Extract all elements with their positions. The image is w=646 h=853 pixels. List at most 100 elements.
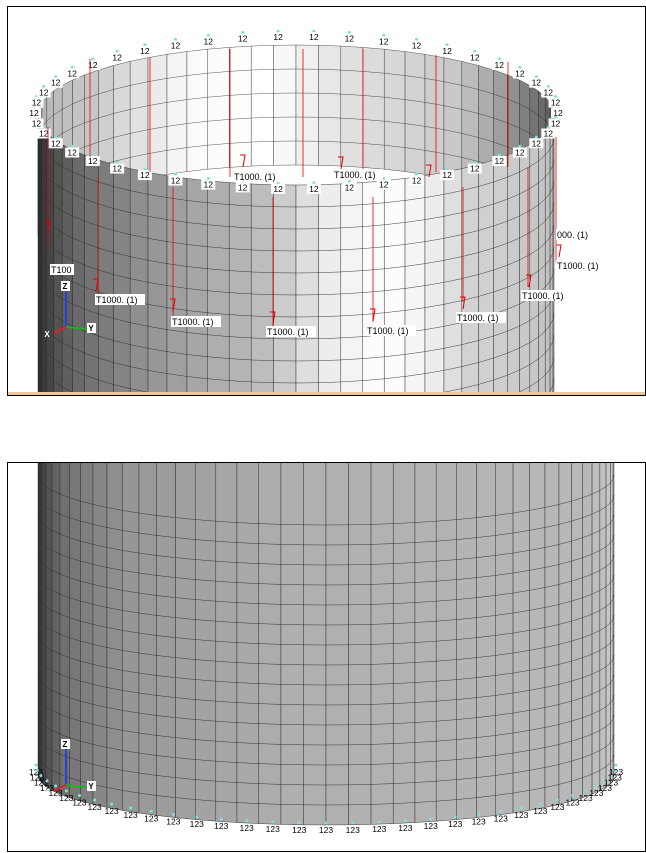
y-label-bg [87, 323, 96, 333]
constraint-label-bg [271, 32, 286, 43]
z-label: Z [63, 282, 68, 291]
node-marker [276, 181, 280, 185]
constraint-label: 12 [442, 170, 452, 180]
outer-mesh-line [37, 634, 615, 686]
constraint-label: 123 [598, 783, 612, 793]
constraint-label-bg [137, 45, 152, 56]
constraint-label: 12 [553, 108, 563, 118]
constraint-label-bg [548, 118, 563, 129]
outer-wall-band [529, 138, 539, 395]
constraint-label: 123 [604, 778, 618, 788]
node-marker [473, 160, 477, 165]
node-marker [54, 784, 58, 788]
constraint-label: 123 [550, 802, 564, 812]
inner-wall-band [273, 44, 297, 166]
constraint-label: 123 [398, 823, 412, 833]
constraint-label-bg [529, 138, 544, 149]
node-marker [584, 789, 588, 793]
x-label: X [44, 788, 50, 797]
load-label: T1000. (1) [96, 295, 138, 305]
inner-wall-band [424, 54, 445, 178]
outer-wall-band [138, 463, 157, 816]
constraint-label-bg [85, 60, 100, 71]
node-marker [571, 794, 575, 798]
load-arrow-hook [270, 311, 276, 325]
outer-wall-band [250, 183, 274, 395]
constraint-label: 12 [379, 180, 389, 190]
constraint-label-bg [36, 87, 51, 98]
outer-mesh-line [37, 714, 615, 766]
load-arrow-hook [526, 274, 532, 288]
z-label: Z [63, 740, 68, 749]
outer-wall-band [552, 114, 555, 395]
constraint-label-bg [110, 163, 125, 174]
load-arrow-hook [460, 296, 466, 310]
constraint-label: 12 [345, 182, 355, 192]
load-label: T1000. (1) [457, 313, 499, 323]
outer-wall-band [228, 182, 252, 395]
inner-wall-band [404, 51, 426, 175]
constraint-label: 12 [470, 52, 480, 62]
constraint-label: 123 [533, 806, 547, 816]
load-label-bg [521, 290, 571, 301]
inner-wall-band [250, 45, 274, 167]
outer-wall-band [195, 463, 217, 822]
node-marker [453, 815, 457, 819]
constraint-label: 12 [442, 46, 452, 56]
node-marker [377, 820, 381, 824]
node-marker [297, 821, 301, 825]
outer-mesh-line [37, 654, 615, 706]
constraint-label-bg [137, 170, 152, 181]
outer-wall-band [461, 164, 479, 395]
node-marker [143, 43, 147, 47]
node-marker [54, 75, 58, 79]
node-marker [70, 65, 74, 70]
load-arrow-hook [93, 278, 99, 292]
load-arrow-hook [370, 308, 376, 322]
outer-wall-band [435, 463, 457, 822]
constraint-label: 12 [495, 156, 505, 166]
constraint-label: 12 [140, 170, 150, 180]
outer-wall-band [303, 463, 327, 826]
constraint-label: 123 [565, 798, 579, 808]
constraint-label: 12 [551, 118, 561, 128]
constraint-label: 123 [240, 823, 254, 833]
load-arrow-hook [240, 154, 246, 168]
outer-wall-band [325, 463, 349, 826]
inner-wall-band [207, 47, 230, 170]
constraint-label: 123 [319, 825, 333, 835]
constraint-label: 123 [105, 806, 119, 816]
node-marker [312, 181, 316, 185]
node-marker [594, 784, 598, 788]
constraint-label: 12 [309, 32, 319, 42]
constraint-label-bg [306, 183, 321, 194]
inner-wall-band [129, 57, 149, 182]
constraint-label: 12 [88, 60, 98, 70]
load-label-bg [233, 171, 283, 182]
constraint-label-bg [409, 175, 424, 186]
constraint-label-bg [541, 87, 556, 98]
outer-wall-band [80, 463, 94, 805]
constraint-label: 123 [29, 767, 43, 777]
constraint-label: 12 [238, 34, 248, 44]
constraint-label-bg [168, 175, 183, 186]
constraint-label: 123 [124, 810, 138, 820]
node-marker [497, 57, 501, 61]
outer-wall-band [476, 463, 496, 818]
node-marker [93, 798, 97, 802]
constraint-label-bg [235, 182, 250, 193]
constraint-label: 123 [609, 767, 623, 777]
constraint-label-bg [201, 36, 216, 47]
constraint-label: 12 [29, 108, 39, 118]
node-marker [324, 821, 328, 825]
x-axis [53, 326, 67, 334]
load-arrow-hook [170, 298, 176, 312]
constraint-label-bg [65, 147, 80, 158]
node-marker [64, 789, 68, 793]
node-marker [219, 817, 223, 821]
constraint-label: 12 [112, 164, 122, 174]
outer-wall-band [612, 463, 615, 779]
outer-wall-band [348, 463, 372, 826]
constraint-label: 123 [87, 802, 101, 812]
